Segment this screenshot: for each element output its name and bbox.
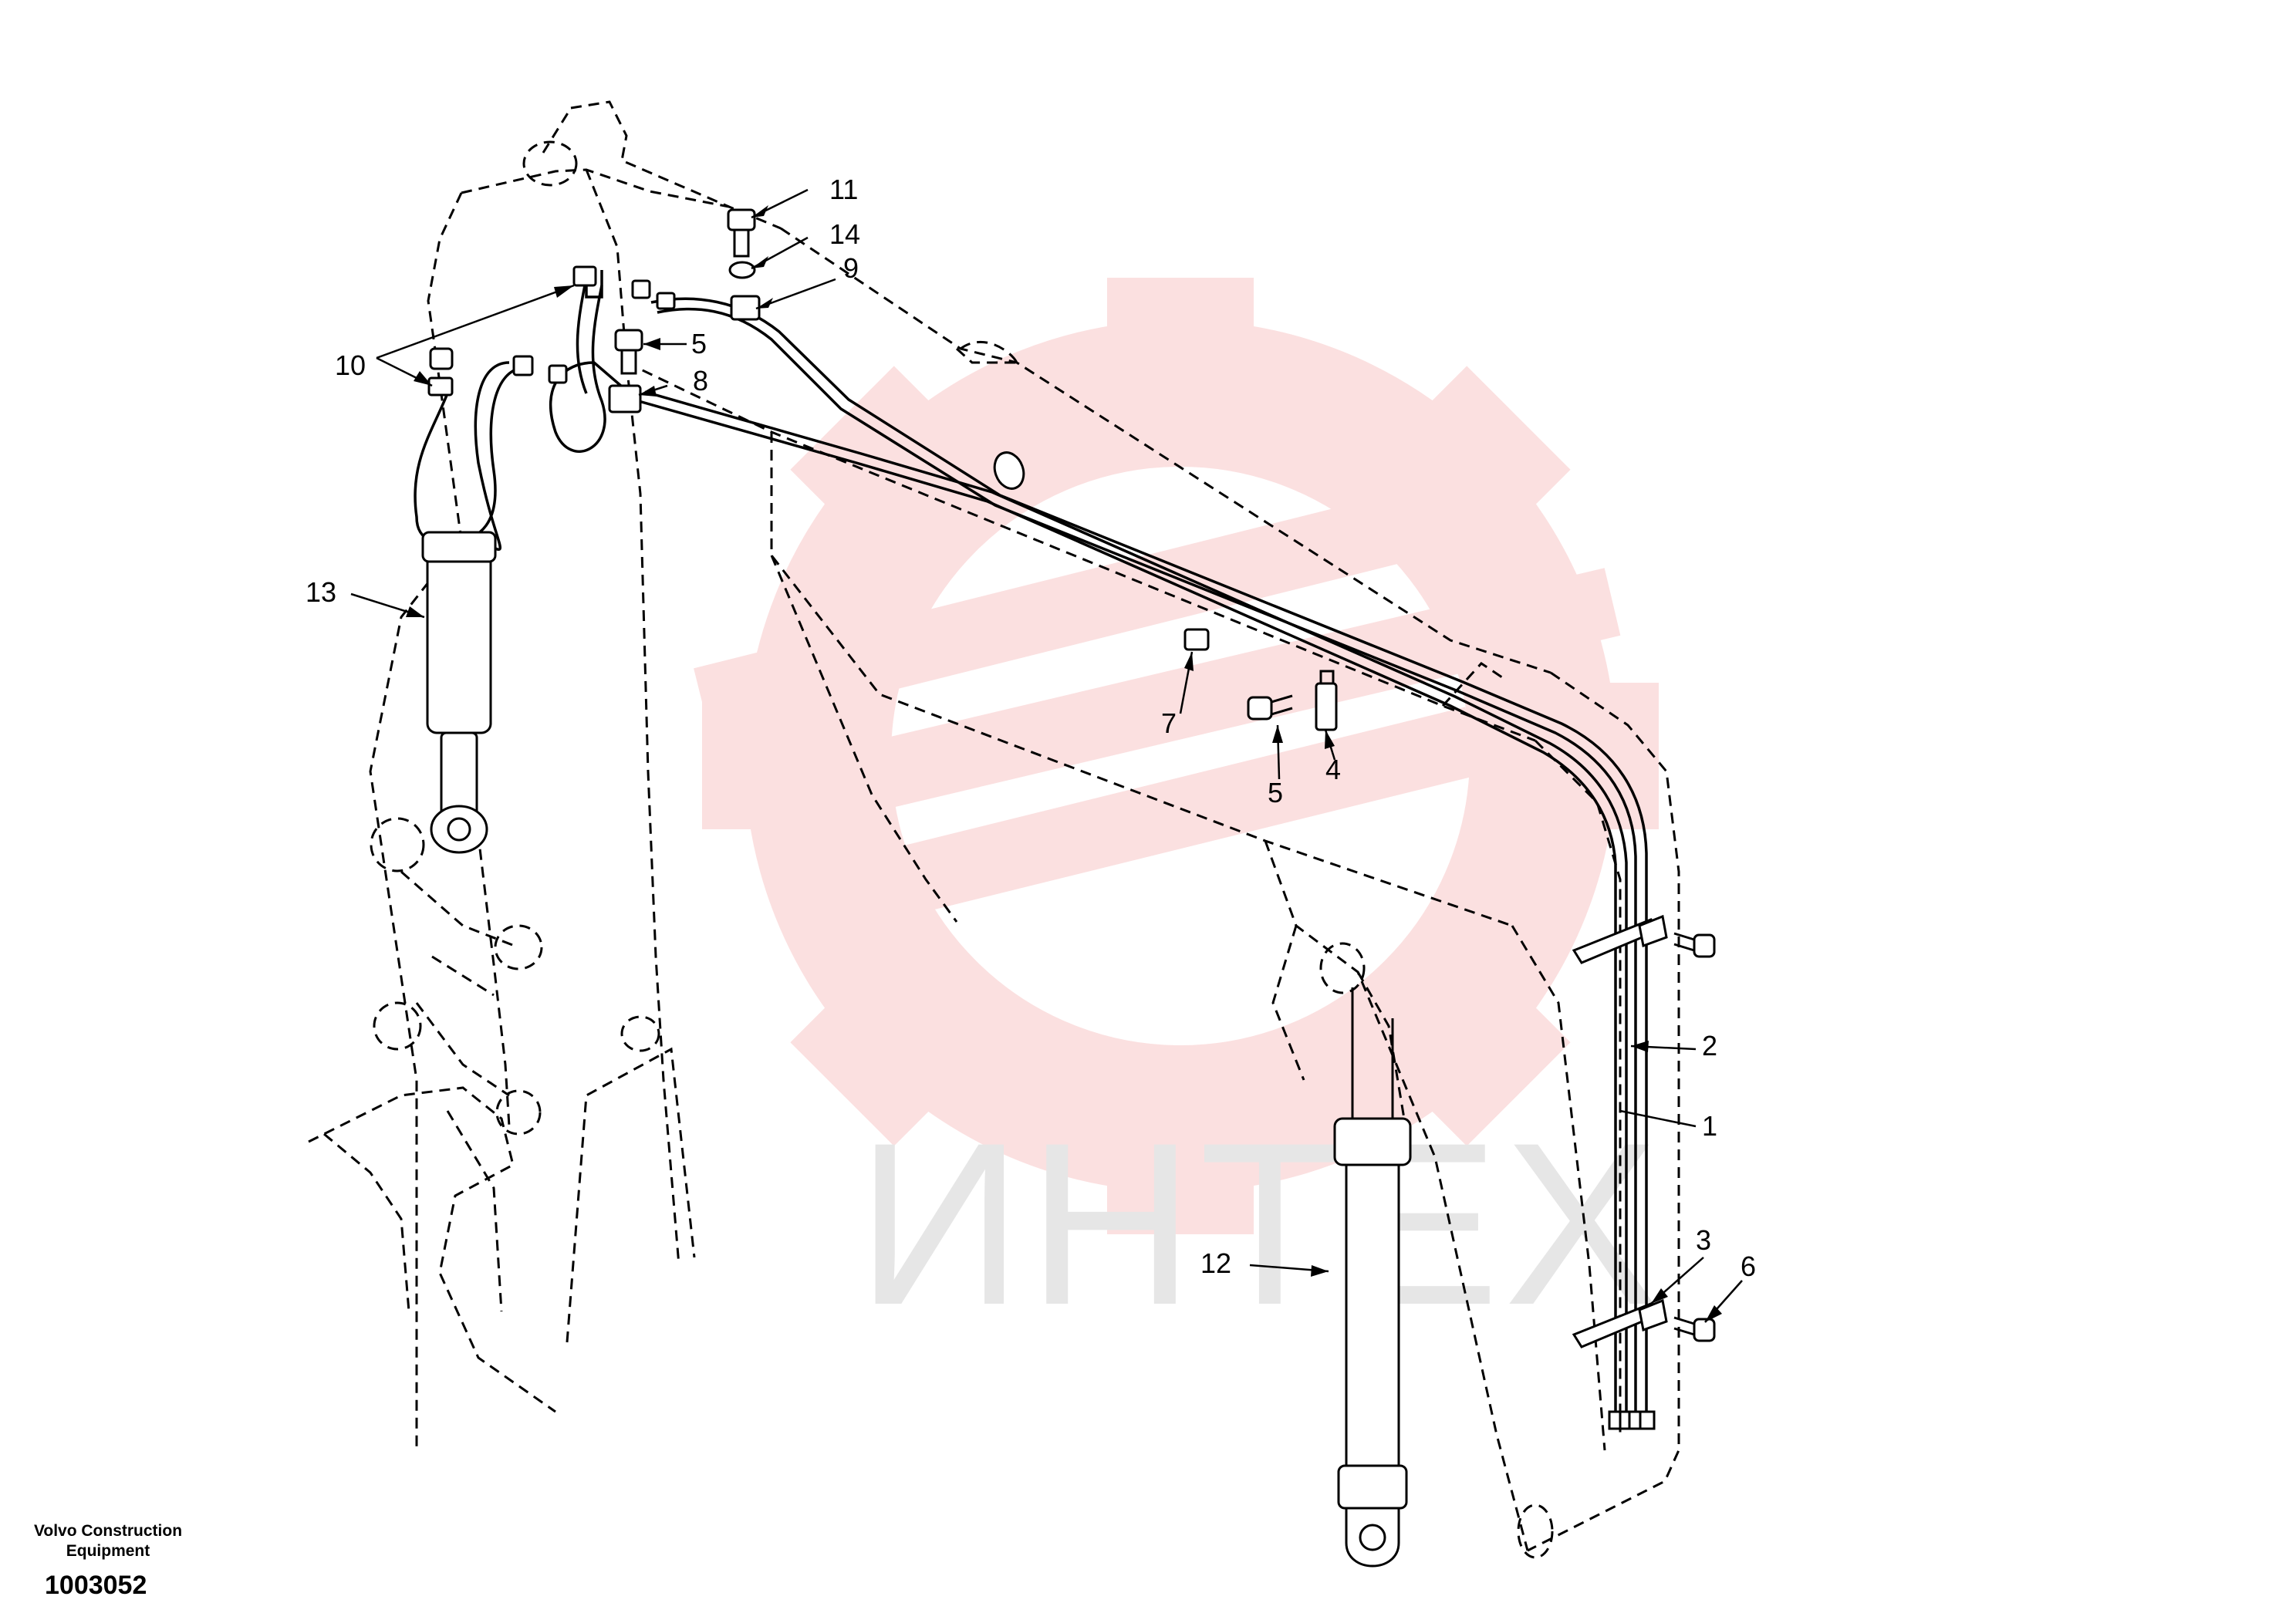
callout-11: 11 [829, 174, 858, 205]
callout-12: 12 [1200, 1247, 1231, 1279]
manufacturer-line-2: Equipment [66, 1542, 150, 1560]
callout-10: 10 [335, 349, 366, 381]
watermark-gear-icon [694, 278, 1659, 1234]
pipe-clamps [608, 295, 1668, 1348]
manufacturer-label: Volvo Construction Equipment [23, 1521, 193, 1561]
hydraulic-tube-bundle [414, 270, 1648, 1419]
callout-4: 4 [1325, 754, 1341, 785]
arm-outline [308, 354, 696, 1450]
watermark-text: ИНТЕХ [856, 1094, 1663, 1353]
callout-9: 9 [843, 252, 859, 284]
callout-3: 3 [1696, 1224, 1711, 1256]
callout-5-upper: 5 [691, 328, 707, 359]
callout-8: 8 [693, 365, 708, 397]
bolts [614, 208, 1716, 1430]
hose-fittings [427, 265, 676, 397]
boom-cylinder [1333, 987, 1412, 1568]
arm-cylinder [421, 531, 497, 854]
callout-6: 6 [1741, 1250, 1756, 1282]
callout-13: 13 [306, 576, 336, 608]
manufacturer-line-1: Volvo Construction [33, 1522, 183, 1540]
callout-7: 7 [1161, 707, 1177, 739]
callout-1: 1 [1702, 1110, 1717, 1142]
drawing-number: 1003052 [45, 1571, 147, 1600]
callout-14: 14 [829, 218, 860, 250]
callout-2: 2 [1702, 1030, 1717, 1061]
callout-5-lower: 5 [1268, 777, 1283, 808]
boom-outline [427, 100, 1680, 1559]
callout-leaders [350, 188, 1743, 1323]
